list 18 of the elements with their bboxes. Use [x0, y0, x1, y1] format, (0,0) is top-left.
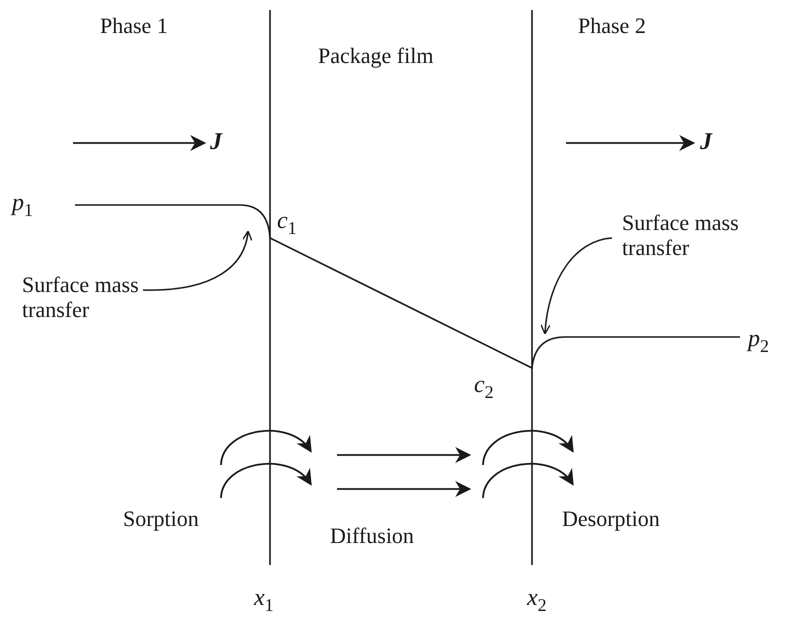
leader-line: [540, 237, 612, 335]
flux-symbol: J: [210, 129, 222, 156]
annotation-text: Surface mass transfer: [22, 272, 142, 322]
position-symbol: x$_{2}$: [527, 585, 547, 616]
pressure-symbol: p$_{1}$: [12, 190, 33, 221]
pressure-symbol: p$_{2}$: [748, 326, 769, 357]
phase-label: Phase 2: [578, 14, 646, 38]
concentration-symbol: c$_{2}$: [474, 372, 494, 403]
process-label: Sorption: [123, 507, 199, 532]
annotation-text: Surface mass transfer: [622, 210, 787, 260]
process-label: Diffusion: [330, 524, 414, 548]
phase-label: Phase 1: [100, 14, 168, 38]
position-symbol: x$_{1}$: [254, 585, 274, 616]
process-label: Desorption: [562, 507, 660, 532]
region-label: Package film: [318, 44, 434, 68]
leader-line: [143, 230, 252, 291]
flux-symbol: J: [700, 129, 712, 156]
concentration-symbol: c$_{1}$: [277, 208, 297, 239]
